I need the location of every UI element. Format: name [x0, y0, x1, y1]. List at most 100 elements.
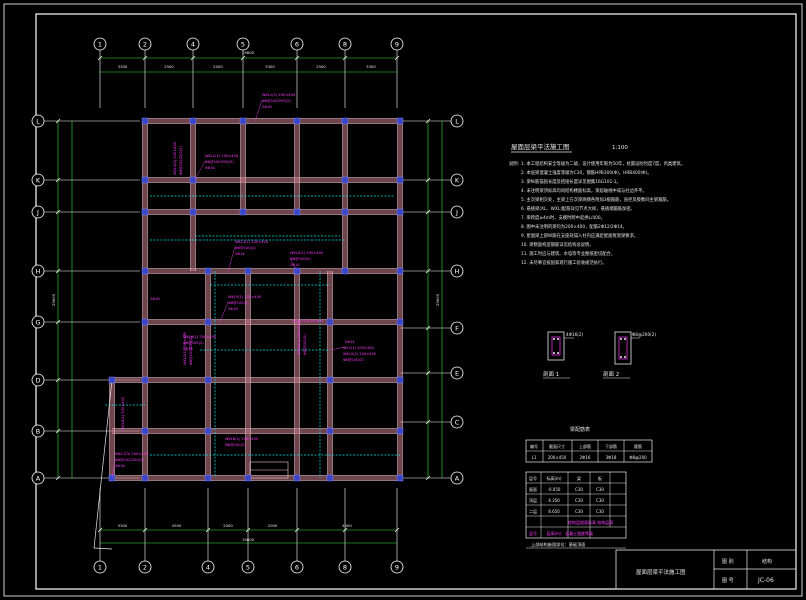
column — [396, 176, 404, 184]
dim-total-bottom: 19800 — [242, 537, 255, 542]
beam-label-vertical: Φ8@100(2) — [303, 334, 307, 355]
column — [141, 267, 149, 275]
beam-label: WKL9(2) 200×400 — [343, 352, 377, 356]
dim-tick — [425, 209, 431, 215]
axis-bubble-right — [450, 173, 464, 187]
table-cell: 混凝土强度等级 — [565, 530, 593, 536]
column — [341, 208, 349, 216]
column — [141, 117, 149, 125]
axis-bubble-left — [31, 264, 45, 278]
beam-vertical — [294, 121, 300, 212]
dim-tick — [425, 118, 431, 124]
note-line: 5. 主次梁相交处，主梁上在次梁两侧各附加3根箍筋，直径及肢数同主梁箍筋。 — [521, 198, 671, 203]
beam-label: Φ8@100/200(2) — [115, 458, 144, 462]
axis-bubble-bottom-label: 5 — [246, 563, 250, 571]
column — [396, 267, 404, 275]
table-cell: 顶层 — [529, 497, 537, 503]
section-2-rebar: Φ8@200(2) — [632, 332, 656, 337]
column — [341, 117, 349, 125]
note-line: 1. 本工程结构安全等级为二级，设计使用年限为50年，抗震设防烈度7度，丙类建筑… — [521, 162, 686, 167]
axis-bubble-right-label: A — [455, 474, 460, 482]
axis-bubble-top-label: 2 — [143, 40, 147, 48]
note-line: 4. 未注明梁顶标高均同结构楼面标高，梁居轴线中或与柱边齐平。 — [521, 189, 647, 194]
column — [326, 474, 334, 482]
axis-bubble-right-label: L — [455, 117, 459, 125]
axis-bubble-top-label: 8 — [343, 40, 347, 48]
beam-label: 3Φ16 — [115, 464, 125, 468]
column — [396, 117, 404, 125]
beam-vertical — [240, 121, 246, 212]
section-1-rebar: 4Φ16(2) — [566, 332, 584, 337]
axis-bubble-right — [450, 415, 464, 429]
axis-bubble-bottom — [138, 560, 152, 574]
note-line: 8. 图中未注明的梁均为200×400，配筋2Φ12/2Φ14。 — [521, 225, 627, 230]
table-cell: 层号 — [529, 475, 537, 481]
beam-horizontal — [145, 319, 400, 325]
beam-horizontal — [145, 118, 400, 124]
beam-label: 3Φ18 — [205, 166, 215, 170]
dim-tick — [240, 55, 246, 61]
table-cell: 上部筋 — [579, 443, 591, 449]
axis-bubble-left — [31, 114, 45, 128]
column — [293, 474, 301, 482]
beam-label: WKL4(1) 200×400 — [290, 251, 324, 255]
axis-bubble-right-label: C — [455, 418, 460, 426]
column — [326, 318, 334, 326]
section-2-label: 剖面 2 — [603, 370, 619, 378]
column — [141, 474, 149, 482]
table-cell: C30 — [575, 487, 583, 492]
axis-bubble-bottom — [290, 560, 304, 574]
label-leader — [329, 346, 346, 351]
axis-bubble-bottom — [241, 560, 255, 574]
dim-tick — [425, 475, 431, 481]
axis-bubble-right-label: H — [455, 267, 460, 275]
axis-bubble-top — [290, 37, 304, 51]
table-cell: C30 — [596, 487, 604, 492]
title-block-drawing-name: 屋面层梁平法施工图 — [636, 568, 686, 576]
axis-bubble-bottom-label: 2 — [143, 563, 147, 571]
axis-bubble-bottom-label: 8 — [343, 563, 347, 571]
axis-bubble-left-label: B — [36, 427, 40, 435]
drawing-scale: 1:100 — [612, 145, 628, 151]
notes-heading: 说明: — [509, 162, 520, 167]
drawing-title: 屋面层梁平法施工图 — [511, 142, 570, 151]
column — [108, 376, 116, 384]
dim-text: 2000 — [268, 523, 278, 528]
dim-text: 2500 — [164, 64, 174, 69]
beam-label: WKL3(1) 200×400 — [235, 240, 269, 244]
label-leader — [219, 301, 229, 323]
column — [189, 176, 197, 184]
column — [204, 427, 212, 435]
beam-label: WKL1(2) 200×400 — [262, 93, 296, 97]
elevation-table-footer: 上部结构嵌固部位：基础顶面 — [531, 541, 585, 548]
beam-label: 2Φ16 — [150, 297, 160, 301]
column — [204, 474, 212, 482]
beam-label-vertical: WKL2(1) 200×450 — [183, 331, 187, 365]
axis-bubble-right — [450, 471, 464, 485]
axis-bubble-top-label: 9 — [395, 40, 399, 48]
dim-tick — [142, 527, 148, 533]
dim-tick — [55, 118, 61, 124]
beam-horizontal — [145, 209, 400, 215]
column — [141, 208, 149, 216]
beam-label: WKL8(1) 200×400 — [225, 437, 259, 441]
dim-tick — [342, 527, 348, 533]
table-cell: C30 — [596, 509, 604, 514]
axis-bubble-left-label: H — [36, 267, 41, 275]
title-block: 屋面层梁平法施工图 图 别 结构 图 号 JC-06 — [615, 549, 797, 590]
section-1-label: 剖面 1 — [543, 370, 559, 378]
label-leader — [194, 160, 206, 181]
axis-bubble-right-label: J — [455, 208, 458, 216]
beam-horizontal — [145, 268, 400, 274]
dim-tick — [205, 527, 211, 533]
table-cell: 梁 — [577, 475, 581, 481]
column — [396, 427, 404, 435]
note-line: 3. 梁纵筋锚固长度及搭接长度详见图集16G101-1。 — [521, 180, 621, 185]
column — [141, 318, 149, 326]
dim-tick — [425, 325, 431, 331]
note-line: 12. 未尽事宜按国家现行施工验收规范执行。 — [521, 261, 607, 266]
column — [141, 176, 149, 184]
beam-label: WKL6(1) 200×400 — [183, 335, 217, 339]
beam-label: Φ8@100/200(2) — [205, 160, 234, 164]
axis-bubble-right — [450, 321, 464, 335]
